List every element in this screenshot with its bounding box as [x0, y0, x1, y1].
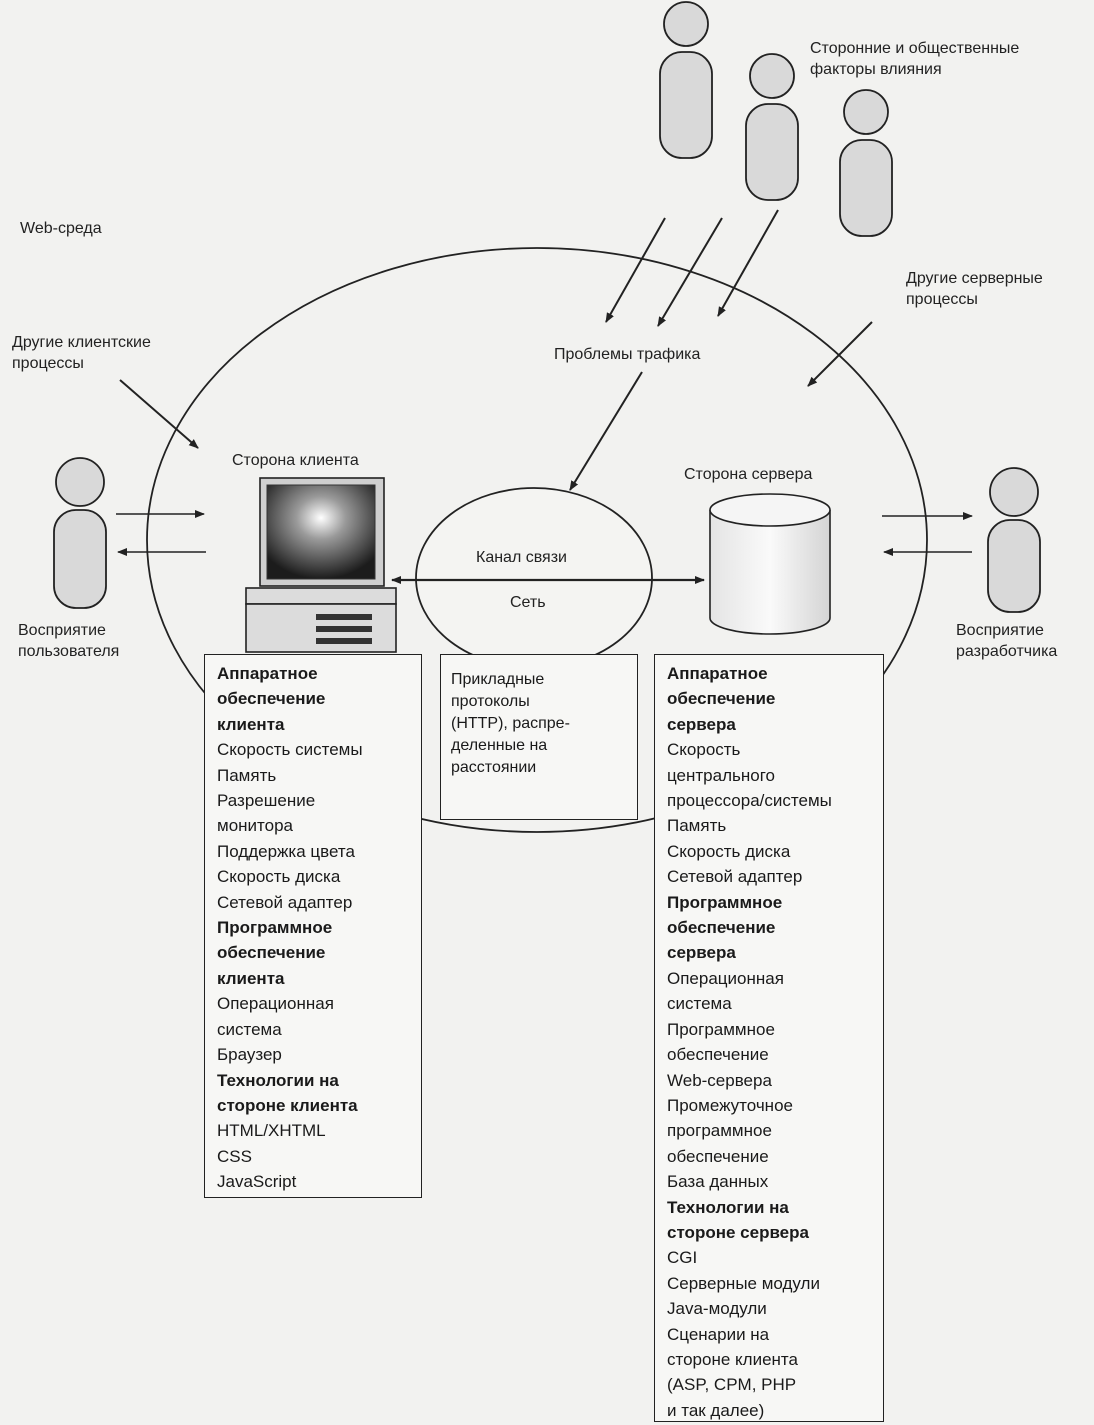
list-item: Поддержка цвета — [217, 841, 355, 861]
list-item: Скорость диска — [667, 841, 791, 861]
other-server-processes-label: Другие серверные процессы — [906, 270, 1043, 308]
list-item: Разрешение монитора — [217, 791, 316, 836]
external-person-icon-2 — [745, 53, 799, 201]
client-hardware-heading: Аппаратное обеспечение клиента — [217, 664, 326, 734]
external-factors-label: Сторонние и общественные факторы влияния — [810, 40, 1020, 78]
server-box: Аппаратное обеспечение сервера Скорость … — [654, 654, 884, 1422]
other-server-arrow — [807, 321, 873, 387]
list-item: Серверные модули — [667, 1273, 820, 1293]
channel-label: Канал связи — [476, 549, 567, 566]
list-item: Скорость центрального процессора/системы — [667, 740, 832, 811]
client-software-heading: Программное обеспечение клиента — [217, 918, 333, 988]
list-item: Браузер — [217, 1045, 282, 1065]
client-technologies-heading: Технологии на стороне клиента — [217, 1070, 358, 1115]
list-item: HTML/XHTML — [217, 1121, 326, 1141]
network-box: Прикладные протоколы (HTTP), распре- дел… — [440, 654, 638, 820]
user-person-icon — [53, 457, 107, 609]
traffic-arrow-2 — [657, 217, 723, 327]
web-environment-ellipse — [146, 247, 928, 833]
list-item: Скорость системы — [217, 740, 363, 760]
list-item: Операционная система — [217, 994, 334, 1039]
user-perception-label: Восприятие пользователя — [18, 622, 120, 660]
other-client-processes-label: Другие клиентские процессы — [12, 334, 151, 372]
list-item: Память — [217, 765, 277, 785]
server-technologies-heading: Технологии на стороне сервера — [667, 1197, 809, 1242]
developer-perception-label: Восприятие разработчика — [956, 622, 1058, 660]
list-item: Сетевой адаптер — [667, 867, 803, 887]
list-item: Программное обеспечение Web-сервера — [667, 1019, 775, 1090]
list-item: Операционная система — [667, 968, 784, 1014]
server-database-icon — [709, 493, 831, 635]
external-person-icon-1 — [659, 1, 713, 159]
list-item: База данных — [667, 1172, 769, 1192]
server-hardware-heading: Аппаратное обеспечение сервера — [667, 664, 776, 734]
traffic-arrow-3 — [717, 209, 779, 317]
client-computer-icon — [245, 477, 397, 653]
traffic-to-network-arrow — [569, 371, 643, 491]
list-item: Сетевой адаптер — [217, 892, 353, 912]
list-item: Скорость диска — [217, 867, 341, 887]
client-side-label: Сторона клиента — [232, 452, 359, 469]
list-item: JavaScript — [217, 1172, 297, 1192]
client-box: Аппаратное обеспечение клиента Скорость … — [204, 654, 422, 1198]
other-client-arrow — [119, 379, 199, 449]
network-label: Сеть — [510, 594, 546, 611]
server-software-heading: Программное обеспечение сервера — [667, 892, 783, 963]
list-item: Java-модули — [667, 1299, 767, 1319]
list-item: Сценарии на стороне клиента (ASP, CPM, P… — [667, 1324, 798, 1420]
external-person-icon-3 — [839, 89, 893, 237]
server-side-label: Сторона сервера — [684, 466, 813, 483]
list-item: CGI — [667, 1248, 698, 1268]
network-ellipse — [415, 487, 653, 669]
list-item: CSS — [217, 1146, 252, 1166]
list-item: Память — [667, 816, 727, 836]
traffic-arrow-1 — [605, 217, 666, 323]
web-environment-label: Web-среда — [20, 220, 102, 237]
list-item: Промежуточное программное обеспечение — [667, 1095, 793, 1166]
developer-person-icon — [987, 467, 1041, 613]
traffic-problems-label: Проблемы трафика — [554, 346, 701, 363]
